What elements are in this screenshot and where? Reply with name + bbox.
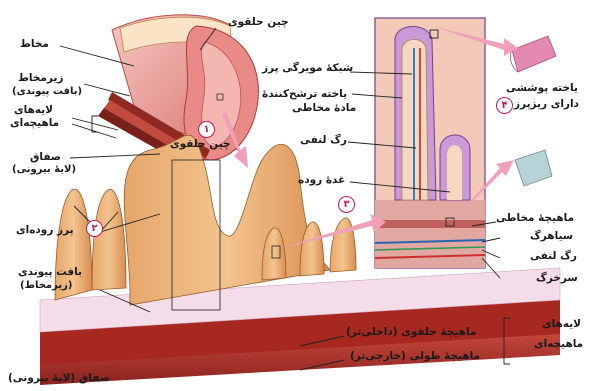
label-circular-fold-top: چین حلقوی (228, 16, 289, 28)
label-longitudinal-muscle: ماهیچهٔ طولی (خارجی‌تر) (350, 350, 480, 362)
epithelial-cell-icons (510, 36, 556, 186)
label-circular-fold-mid: چین حلقوی (170, 138, 231, 150)
label-submucosa: زیرمخاط (18, 72, 63, 84)
number-badge-2: ۲ (86, 220, 103, 237)
label-connective-sub: (زیرمخاط) (20, 280, 72, 292)
label-villi: پرز روده‌ای (16, 224, 74, 236)
label-mucus-cell-1: یاخته ترشح‌کنندهٔ (262, 88, 347, 100)
label-serosa: صفاق (30, 151, 61, 163)
label-epithelial-cell-2: دارای ریزپرز (514, 98, 579, 110)
label-mucus-cell-2: مادهٔ مخاطی (292, 102, 356, 114)
label-muscle-layers-bottom-2: ماهیچه‌ای (534, 338, 583, 350)
label-intestinal-gland: غدهٔ روده (298, 174, 345, 186)
number-badge-3: ۳ (338, 196, 355, 213)
label-connective: بافت پیوندی (18, 266, 82, 278)
label-lacteal: رگ لنفی (300, 134, 347, 146)
label-capillary-net: شبکهٔ مویرگی پرز (262, 62, 353, 74)
label-submucosa-sub: (بافت پیوندی) (12, 86, 82, 98)
label-circular-muscle: ماهیچهٔ حلقوی (داخلی‌تر) (346, 326, 476, 338)
label-epithelial-cell-1: یاخته پوششی (506, 82, 578, 94)
label-muscle-layers-2: ماهیچه‌ای (10, 117, 59, 129)
label-lymph-vessel: رگ لنفی (530, 250, 577, 262)
label-mucosa: مخاط (20, 38, 49, 50)
label-serosa-sub: (لایهٔ بیرونی) (12, 164, 76, 176)
label-muscle-layers-bottom-1: لایه‌های (542, 318, 581, 330)
label-vein: سیاهرگ (530, 230, 573, 242)
label-artery: سرخرگ (536, 272, 578, 284)
label-serosa-bottom: صفاق (لایهٔ بیرونی) (8, 372, 110, 384)
label-muscle-layers-1: لایه‌های (14, 104, 53, 116)
number-badge-1: ۱ (198, 121, 215, 138)
number-badge-4: ۴ (496, 97, 513, 114)
villus-zoom-panel (375, 18, 485, 268)
label-muscularis-mucosa: ماهیچهٔ مخاطی (496, 212, 574, 224)
